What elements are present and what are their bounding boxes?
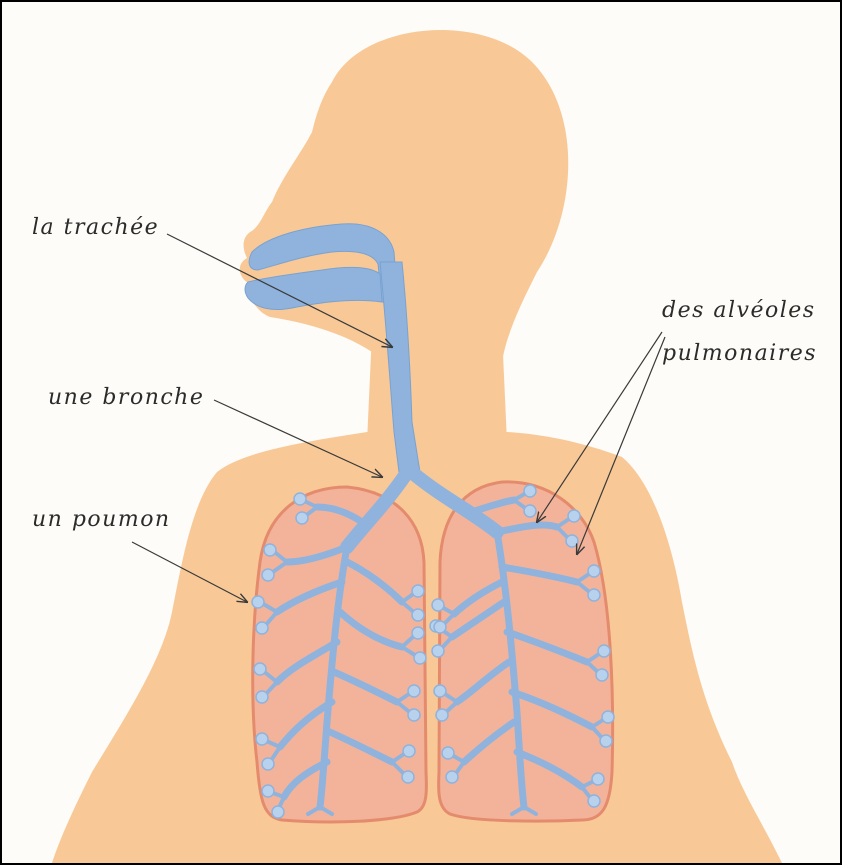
label-alveoli-line2: pulmonaires <box>662 341 817 366</box>
label-bronchus: une bronche <box>48 385 204 410</box>
label-alveoli-line1: des alvéoles <box>662 298 816 323</box>
label-trachea: la trachée <box>32 215 159 240</box>
label-lung: un poumon <box>32 507 171 532</box>
left-side-lung <box>439 482 613 821</box>
